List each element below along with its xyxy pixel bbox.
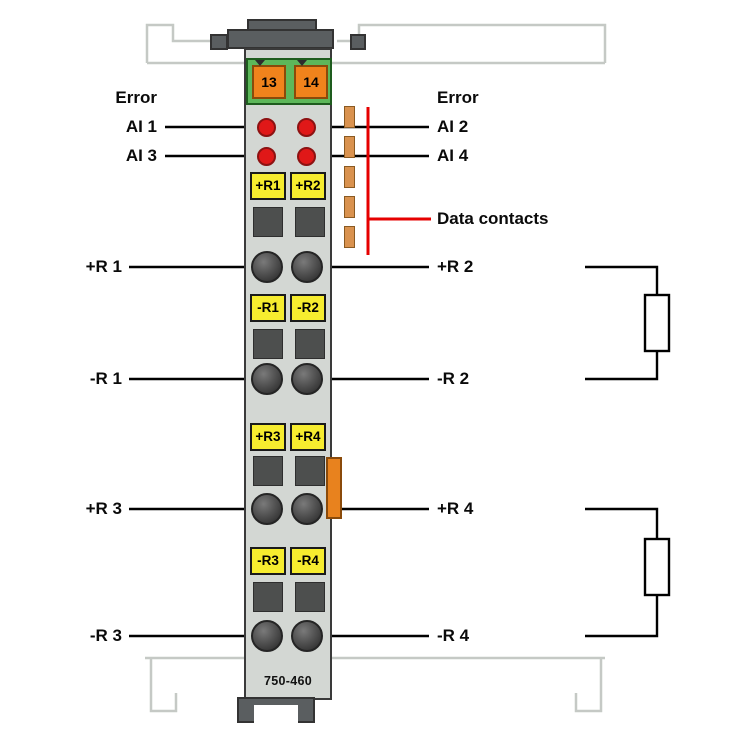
data-contact-5 (344, 226, 355, 248)
marking-label-minus-r3: -R3 (250, 547, 286, 575)
label-ai3: AI 3 (125, 146, 157, 165)
clamp-terminal-plus-r3 (251, 493, 283, 525)
marking-label-minus-r2: -R2 (290, 294, 326, 322)
label-ai1: AI 1 (125, 117, 157, 136)
wire-entry-plus-r4 (295, 456, 325, 486)
clamp-terminal-plus-r2 (291, 251, 323, 283)
module-bottom-cap-notch (254, 705, 298, 723)
label-plus-r1: +R 1 (85, 257, 122, 276)
jumper-slot-mark-right (297, 60, 307, 66)
release-latch (326, 457, 342, 519)
label-ai4: AI 4 (437, 146, 469, 165)
clamp-terminal-minus-r3 (251, 620, 283, 652)
marking-label-minus-r1: -R1 (250, 294, 286, 322)
clamp-terminal-minus-r4 (291, 620, 323, 652)
din-rail-hook-left (149, 658, 178, 713)
led-ai2-error (297, 118, 316, 137)
label-error-left: Error (115, 88, 157, 107)
label-minus-r3: -R 3 (89, 626, 122, 645)
resistor-1-wire-bottom (585, 351, 659, 381)
wire-entry-minus-r3 (253, 582, 283, 612)
label-minus-r4: -R 4 (437, 626, 470, 645)
clamp-terminal-minus-r1 (251, 363, 283, 395)
marking-label-plus-r4: +R4 (290, 423, 326, 451)
marking-label-plus-r2: +R2 (290, 172, 326, 200)
resistor-1-wire-top (585, 265, 659, 295)
marking-label-minus-r4: -R4 (290, 547, 326, 575)
data-contact-4 (344, 196, 355, 218)
label-plus-r2: +R 2 (437, 257, 474, 276)
resistor-1-body (643, 293, 671, 353)
din-rail-hook-right (574, 658, 603, 713)
neighbour-latch-right (350, 34, 366, 50)
data-contact-1 (344, 106, 355, 128)
clamp-terminal-plus-r1 (251, 251, 283, 283)
marking-label-plus-r1: +R1 (250, 172, 286, 200)
din-rail-outline-step-left (145, 23, 227, 63)
din-rail-outline-step-right (337, 23, 607, 63)
module-id: 750-460 (264, 674, 312, 688)
led-ai3-error (257, 147, 276, 166)
label-minus-r1: -R 1 (89, 369, 122, 388)
marking-label-plus-r3: +R3 (250, 423, 286, 451)
wire-entry-plus-r1 (253, 207, 283, 237)
label-ai2: AI 2 (437, 117, 469, 136)
data-contact-3 (344, 166, 355, 188)
neighbour-latch-left (210, 34, 228, 50)
label-plus-r3: +R 3 (85, 499, 122, 518)
wire-entry-plus-r2 (295, 207, 325, 237)
power-contact-13: 13 (252, 65, 286, 99)
data-contact-2 (344, 136, 355, 158)
clamp-terminal-plus-r4 (291, 493, 323, 525)
wire-entry-plus-r3 (253, 456, 283, 486)
led-ai4-error (297, 147, 316, 166)
resistor-2-body (643, 537, 671, 597)
resistor-2-wire-top (585, 507, 659, 539)
resistor-2-wire-bottom (585, 595, 659, 638)
wire-entry-minus-r4 (295, 582, 325, 612)
led-ai1-error (257, 118, 276, 137)
wire-entry-minus-r2 (295, 329, 325, 359)
clamp-terminal-minus-r2 (291, 363, 323, 395)
label-error-right: Error (437, 88, 479, 107)
module-top-cap (227, 29, 334, 49)
label-plus-r4: +R 4 (437, 499, 474, 518)
power-contact-14: 14 (294, 65, 328, 99)
label-data-contacts: Data contacts (437, 209, 549, 228)
jumper-slot-mark-left (255, 60, 265, 66)
label-minus-r2: -R 2 (437, 369, 470, 388)
wire-entry-minus-r1 (253, 329, 283, 359)
